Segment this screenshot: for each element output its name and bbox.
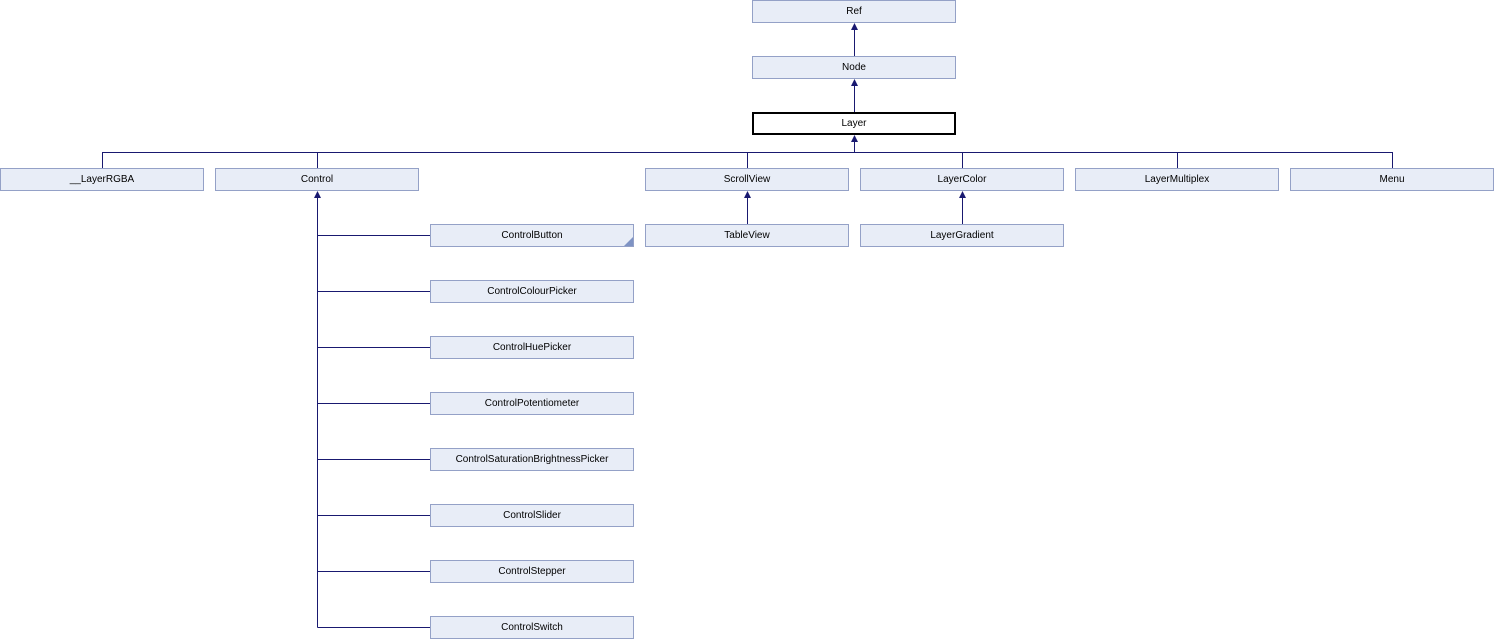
class-label: LayerMultiplex: [1144, 173, 1210, 185]
class-label: TableView: [724, 229, 770, 241]
class-node-tableview[interactable]: TableView: [645, 224, 849, 247]
class-label: ScrollView: [723, 173, 771, 185]
class-label: Ref: [846, 5, 862, 17]
class-node-layergradient[interactable]: LayerGradient: [860, 224, 1064, 247]
class-label: ControlSwitch: [501, 621, 563, 633]
class-label: Layer: [841, 117, 867, 129]
class-node-node[interactable]: Node: [752, 56, 956, 79]
class-node-control[interactable]: Control: [215, 168, 419, 191]
class-node-controlswitch[interactable]: ControlSwitch: [430, 616, 634, 639]
class-label: LayerGradient: [930, 229, 994, 241]
class-label: ControlButton: [501, 229, 563, 241]
class-label: ControlPotentiometer: [484, 397, 580, 409]
class-label: Menu: [1379, 173, 1405, 185]
class-label: ControlHuePicker: [492, 341, 572, 353]
class-label: ControlSlider: [503, 509, 561, 521]
class-node-menu[interactable]: Menu: [1290, 168, 1494, 191]
class-node-scrollview[interactable]: ScrollView: [645, 168, 849, 191]
class-label: LayerColor: [937, 173, 987, 185]
class-node-controlslider[interactable]: ControlSlider: [430, 504, 634, 527]
class-node-controlsaturationbrightnesspicker[interactable]: ControlSaturationBrightnessPicker: [430, 448, 634, 471]
class-label: Control: [300, 173, 334, 185]
edge-lines: [102, 30, 1393, 628]
class-label: __LayerRGBA: [69, 173, 135, 185]
class-node-controlhuepicker[interactable]: ControlHuePicker: [430, 336, 634, 359]
class-node-controlbutton[interactable]: ControlButton: [430, 224, 634, 247]
class-label: ControlStepper: [498, 565, 566, 577]
class-node-controlpotentiometer[interactable]: ControlPotentiometer: [430, 392, 634, 415]
class-node-controlcolourpicker[interactable]: ControlColourPicker: [430, 280, 634, 303]
class-label: Node: [842, 61, 866, 73]
class-node-layermultiplex[interactable]: LayerMultiplex: [1075, 168, 1279, 191]
class-node-ref[interactable]: Ref: [752, 0, 956, 23]
class-node-controlstepper[interactable]: ControlStepper: [430, 560, 634, 583]
class-node-layer-current: Layer: [752, 112, 956, 135]
truncated-corner-icon: [624, 237, 633, 246]
class-node-layercolor[interactable]: LayerColor: [860, 168, 1064, 191]
class-label: ControlSaturationBrightnessPicker: [455, 453, 609, 465]
class-node-layerrgba[interactable]: __LayerRGBA: [0, 168, 204, 191]
class-label: ControlColourPicker: [487, 285, 577, 297]
